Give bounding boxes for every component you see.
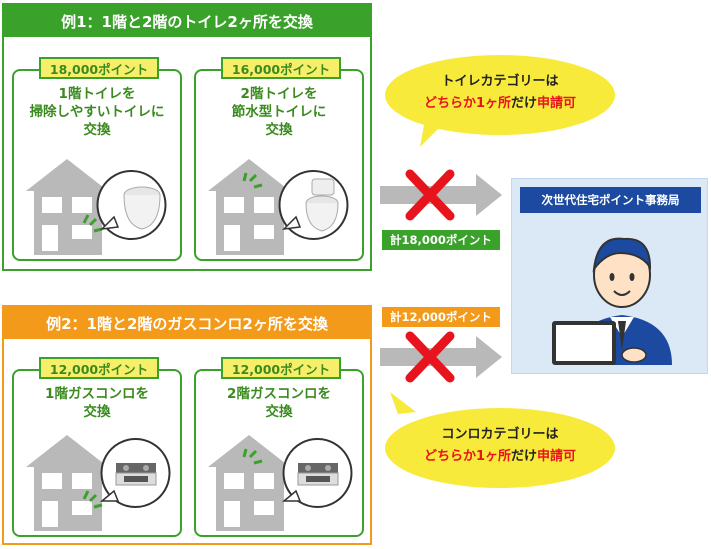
example2-title: 例2：1階と2階のガスコンロ2ヶ所を交換 (4, 307, 370, 339)
card-line-1: 1階トイレを (58, 86, 136, 102)
card-line-1: 2階ガスコンロを (227, 386, 331, 402)
total-points-label-1: 計18,000ポイント (382, 230, 500, 250)
points-badge: 12,000ポイント (39, 357, 159, 379)
points-badge: 12,000ポイント (221, 357, 341, 379)
example2-card-1: 12,000ポイント 1階ガスコンロを 交換 (12, 357, 182, 537)
card-line-1: 1階ガスコンロを (45, 386, 149, 402)
house-1f-stove-icon (26, 435, 171, 531)
house-2f-toilet-icon (208, 159, 349, 255)
blocked-arrow-icon (380, 331, 502, 383)
example1-panel: 例1：1階と2階のトイレ2ヶ所を交換 18,000ポイント 1階トイレを 掃除し… (2, 3, 372, 271)
bubble-tail (420, 125, 442, 147)
bubble-line-1: トイレカテゴリーは (441, 74, 559, 89)
example1-card-2: 16,000ポイント 2階トイレを 節水型トイレに 交換 (194, 57, 364, 261)
stove-category-bubble: コンロカテゴリーは どちらか1ヶ所だけ申請可 (385, 408, 615, 488)
points-badge: 18,000ポイント (39, 57, 159, 79)
card-line-2: 交換 (83, 404, 111, 420)
bubble-line-1: コンロカテゴリーは (441, 427, 559, 442)
example2-card-2: 12,000ポイント 2階ガスコンロを 交換 (194, 357, 364, 537)
example1-card-1: 18,000ポイント 1階トイレを 掃除しやすいトイレに 交換 (12, 57, 182, 261)
points-office-panel: 次世代住宅ポイント事務局 (511, 178, 708, 374)
bubble-tail (390, 392, 416, 414)
card-line-2: 節水型トイレに (231, 104, 327, 120)
card-line-3: 交換 (265, 122, 293, 138)
points-badge: 16,000ポイント (221, 57, 341, 79)
total-points-label-2: 計12,000ポイント (382, 307, 500, 327)
house-1f-toilet-icon (26, 159, 167, 255)
example2-panel: 例2：1階と2階のガスコンロ2ヶ所を交換 12,000ポイント 1階ガスコンロを… (2, 305, 372, 545)
card-line-2: 掃除しやすいトイレに (29, 104, 165, 120)
card-line-1: 2階トイレを (240, 86, 318, 102)
bubble-line-2: どちらか1ヶ所だけ申請可 (423, 449, 577, 464)
bubble-line-2: どちらか1ヶ所だけ申請可 (423, 96, 577, 111)
house-2f-stove-icon (208, 435, 353, 531)
toilet-category-bubble: トイレカテゴリーは どちらか1ヶ所だけ申請可 (385, 55, 615, 135)
card-line-3: 交換 (83, 122, 111, 138)
card-line-2: 交換 (265, 404, 293, 420)
office-title: 次世代住宅ポイント事務局 (520, 187, 701, 213)
example1-title: 例1：1階と2階のトイレ2ヶ所を交換 (4, 5, 370, 37)
blocked-arrow-icon (380, 169, 502, 221)
office-worker-laptop-icon (552, 237, 672, 365)
